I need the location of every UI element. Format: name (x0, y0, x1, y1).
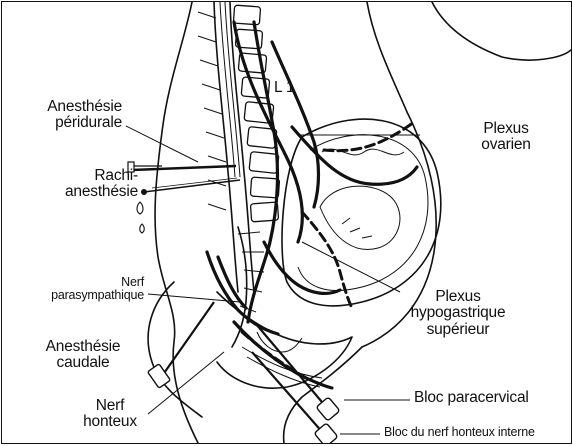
caudal-needle (148, 302, 214, 388)
buttock-contour (148, 282, 202, 417)
label-bloc-nerf-honteux-interne: Bloc du nerf honteux interne (384, 426, 535, 439)
breast-contour (432, 2, 571, 60)
hypogastric-left (264, 242, 340, 293)
peridural-needle (128, 162, 236, 172)
label-plexus-hypogastrique: Plexus hypogastrique supérieur (402, 289, 514, 338)
label-rachi-anesthesie: Rachi- anesthésie (42, 168, 138, 201)
rachi-needle (137, 178, 240, 233)
label-nerf-honteux: Nerf honteux (72, 398, 148, 431)
label-bloc-paracervical: Bloc paracervical (414, 390, 529, 406)
label-anesthesie-caudale: Anesthésie caudale (28, 339, 138, 372)
label-nerf-parasympathique: Nerf parasympathique (8, 276, 144, 302)
fetus (320, 186, 400, 249)
label-l1: L 1 (274, 80, 294, 96)
pudendal-needle (252, 352, 338, 443)
placenta-wave (322, 149, 404, 155)
spinal-canal-front (214, 2, 238, 292)
spinal-cord (220, 2, 235, 177)
label-anesthesie-peridurale: Anesthésie péridurale (16, 99, 122, 132)
label-plexus-ovarien: Plexus ovarien (464, 121, 548, 154)
